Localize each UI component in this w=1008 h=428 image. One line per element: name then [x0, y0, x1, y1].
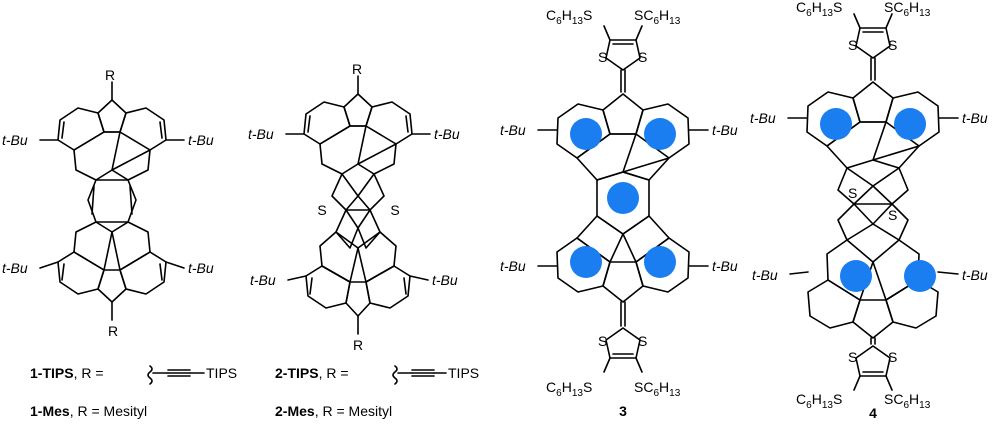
compound-4-s-bottom-left: S: [848, 349, 857, 365]
compound-1-tips-r: , R =: [74, 365, 104, 381]
compound-3-tbu-right-bottom: t-Bu: [712, 258, 738, 274]
compound-3-hexylthio-top-left: C6H13S: [546, 7, 592, 27]
compound-2-tips-line: 2-TIPS, R =: [275, 365, 349, 381]
compound-3-label: 3: [619, 403, 627, 419]
compound-4-marker-top-right: [894, 108, 926, 140]
compound-3-marker-bottom-right: [644, 246, 676, 278]
compound-4-tbu-right-bottom: t-Bu: [962, 267, 988, 283]
compound-3-marker-top-right: [644, 118, 676, 150]
compound-2-tbu-right-top: t-Bu: [434, 126, 460, 142]
compound-2-structure: [285, 75, 431, 335]
compound-4-tbu-right-top: t-Bu: [962, 110, 988, 126]
compound-4-label: 4: [869, 405, 877, 421]
compound-2-legend: 2-TIPS, R = TIPS 2-Mes, R = Mesityl: [275, 365, 479, 419]
compound-1-mes-r: , R = Mesityl: [70, 403, 147, 419]
compound-3-aromatic-markers: [570, 118, 676, 278]
compound-1-wavy-bond: [147, 365, 153, 385]
compound-1-bottom-r: R: [108, 323, 118, 339]
compound-4-tbu-left-bottom: t-Bu: [752, 267, 778, 283]
compound-2-tips-r: , R =: [319, 365, 349, 381]
compound-3-structure: [537, 25, 709, 373]
compound-2-mes-name: 2-Mes: [275, 403, 315, 419]
compound-4-s-core-left: S: [848, 185, 857, 201]
compound-3-marker-center: [607, 182, 639, 214]
compound-3-tbu-left-bottom: t-Bu: [500, 258, 526, 274]
compound-2-tips-group: TIPS: [448, 365, 479, 381]
compound-1-structure: [39, 81, 185, 321]
compound-1-legend: 1-TIPS, R = TIPS 1-Mes, R = Mesityl: [30, 365, 237, 419]
compound-3-tbu-right-top: t-Bu: [712, 122, 738, 138]
compound-2-mes-r: , R = Mesityl: [315, 403, 392, 419]
compound-4-marker-top-left: [820, 108, 852, 140]
compound-3-marker-bottom-left: [570, 246, 602, 278]
compound-4-s-bottom-right: S: [888, 349, 897, 365]
compound-4-marker-bottom-left: [840, 260, 872, 292]
compound-4-s-top-right: S: [888, 37, 897, 53]
compound-3-s-top-left: S: [598, 49, 607, 65]
compound-1-tips-name: 1-TIPS: [30, 365, 74, 381]
compound-1-tips-group: TIPS: [206, 365, 237, 381]
compound-4-hexylthio-bottom-right: SC6H13: [884, 391, 931, 411]
compound-3-hexylthio-top-right: SC6H13: [634, 7, 681, 27]
compound-3-tbu-left-top: t-Bu: [500, 122, 526, 138]
compound-3-s-bottom-right: S: [638, 333, 647, 349]
compound-1-tbu-left-bottom: t-Bu: [2, 260, 28, 276]
compound-3-s-top-right: S: [638, 49, 647, 65]
compound-2-sulfur-right: S: [390, 202, 399, 218]
compound-2-sulfur-left: S: [317, 202, 326, 218]
compound-3-marker-top-left: [570, 118, 602, 150]
compound-1-tbu-right-bottom: t-Bu: [188, 260, 214, 276]
compound-1-mes-name: 1-Mes: [30, 403, 70, 419]
compound-4-hexylthio-top-left: C6H13S: [796, 0, 842, 19]
compound-2-wavy-bond: [392, 365, 398, 385]
compound-3-hexylthio-bottom-left: C6H13S: [546, 379, 592, 399]
compound-2-tbu-left-top: t-Bu: [248, 126, 274, 142]
compound-4-marker-bottom-right: [904, 260, 936, 292]
compound-4-aromatic-markers: [820, 108, 936, 292]
compound-4-structure: [787, 13, 959, 391]
compound-1-tbu-left-top: t-Bu: [2, 132, 28, 148]
compound-2-tips-name: 2-TIPS: [275, 365, 319, 381]
compound-2-bottom-r: R: [353, 337, 363, 353]
compound-4-hexylthio-bottom-left: C6H13S: [796, 391, 842, 411]
compound-4-s-top-left: S: [848, 37, 857, 53]
compound-2-mes-line: 2-Mes, R = Mesityl: [275, 403, 392, 419]
compound-1-top-r: R: [105, 67, 115, 83]
compound-2-tbu-left-bottom: t-Bu: [250, 272, 276, 288]
compound-4-tbu-left-top: t-Bu: [750, 110, 776, 126]
compound-2-top-r: R: [352, 61, 362, 77]
compound-1-tips-line: 1-TIPS, R =: [30, 365, 104, 381]
compound-4-hexylthio-top-right: SC6H13: [884, 0, 931, 19]
compound-3-s-bottom-left: S: [598, 333, 607, 349]
compound-4-s-core-right: S: [888, 207, 897, 223]
compound-2-tbu-right-bottom: t-Bu: [432, 272, 458, 288]
compound-1-mes-line: 1-Mes, R = Mesityl: [30, 403, 147, 419]
compound-1-tbu-right-top: t-Bu: [188, 132, 214, 148]
compound-3-hexylthio-bottom-right: SC6H13: [634, 379, 681, 399]
